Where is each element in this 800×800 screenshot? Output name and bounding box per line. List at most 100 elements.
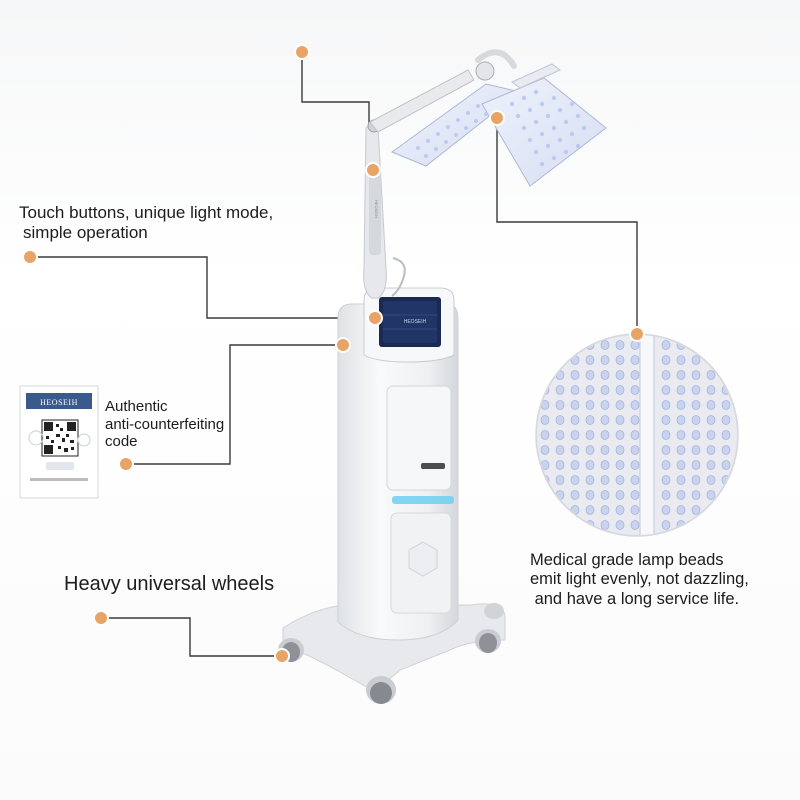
lamp-bead xyxy=(615,490,625,500)
lamp-bead xyxy=(676,460,686,470)
lamp-bead xyxy=(691,505,701,515)
lamp-bead xyxy=(691,355,701,365)
lamp-bead xyxy=(661,445,671,455)
lamp-bead xyxy=(555,385,565,395)
device-stand: HEOSEIH xyxy=(278,49,607,704)
lamp-bead xyxy=(585,355,595,365)
lamp-bead xyxy=(706,445,716,455)
lamp-bead xyxy=(676,400,686,410)
lamp-bead xyxy=(540,355,550,365)
leader-wheels xyxy=(101,617,282,657)
lamp-bead xyxy=(721,520,731,530)
lamp-bead xyxy=(661,400,671,410)
lamp-bead xyxy=(585,370,595,380)
lamp-bead xyxy=(555,430,565,440)
lamp-bead xyxy=(555,505,565,515)
lamp-bead xyxy=(570,370,580,380)
lamp-bead xyxy=(600,430,610,440)
lamp-bead xyxy=(691,385,701,395)
lamp-bead xyxy=(585,445,595,455)
lamp-bead xyxy=(585,400,595,410)
lamp-bead xyxy=(600,340,610,350)
vent-hexagon xyxy=(408,541,438,577)
screen-brand: HEOSEIH xyxy=(403,319,427,325)
lamp-bead xyxy=(691,460,701,470)
lamp-bead xyxy=(570,430,580,440)
lamp-bead xyxy=(540,340,550,350)
lamp-bead xyxy=(600,415,610,425)
lamp-bead xyxy=(570,385,580,395)
lamp-bead xyxy=(615,460,625,470)
lamp-bead xyxy=(706,385,716,395)
lamp-bead xyxy=(555,340,565,350)
lamp-bead xyxy=(585,415,595,425)
callout-anti-counterfeit: Authentic anti-counterfeiting code xyxy=(105,398,224,451)
marker-zoom xyxy=(629,326,645,342)
lamp-bead xyxy=(615,370,625,380)
lamp-bead xyxy=(721,355,731,365)
lamp-bead xyxy=(570,520,580,530)
lamp-bead xyxy=(721,370,731,380)
lamp-bead xyxy=(600,490,610,500)
lamp-bead xyxy=(691,415,701,425)
lamp-bead xyxy=(630,460,640,470)
wheel-right xyxy=(475,629,501,653)
marker-panel xyxy=(489,110,505,126)
lamp-bead xyxy=(661,505,671,515)
lamp-bead xyxy=(706,415,716,425)
lamp-bead xyxy=(555,475,565,485)
lamp-bead xyxy=(540,505,550,515)
lamp-bead xyxy=(585,490,595,500)
lamp-bead xyxy=(555,355,565,365)
lamp-bead xyxy=(555,520,565,530)
wheel-front xyxy=(366,676,396,704)
lamp-bead xyxy=(691,520,701,530)
lamp-bead xyxy=(676,385,686,395)
callout-lamp-line2: emit light evenly, not dazzling, xyxy=(530,570,749,589)
lamp-bead xyxy=(585,385,595,395)
lamp-bead xyxy=(630,430,640,440)
lamp-bead xyxy=(600,370,610,380)
lamp-bead xyxy=(676,415,686,425)
lamp-bead xyxy=(600,505,610,515)
accent-light-strip xyxy=(392,496,454,504)
marker-wheels-left xyxy=(93,610,109,626)
lamp-bead xyxy=(721,505,731,515)
lamp-bead xyxy=(615,400,625,410)
lamp-bead xyxy=(615,505,625,515)
lamp-bead xyxy=(691,430,701,440)
lamp-bead xyxy=(615,475,625,485)
lamp-bead-zoom xyxy=(535,333,739,537)
lamp-bead xyxy=(721,460,731,470)
lamp-bead xyxy=(661,355,671,365)
lamp-bead xyxy=(540,415,550,425)
lamp-bead xyxy=(721,340,731,350)
lamp-bead xyxy=(661,340,671,350)
lamp-bead xyxy=(676,505,686,515)
lamp-bead xyxy=(691,340,701,350)
lamp-bead xyxy=(630,400,640,410)
lamp-bead xyxy=(721,445,731,455)
callout-touch-buttons: Touch buttons, unique light mode, simple… xyxy=(19,203,273,243)
marker-console xyxy=(335,337,351,353)
lamp-bead xyxy=(570,415,580,425)
lamp-bead xyxy=(540,370,550,380)
lamp-bead xyxy=(615,355,625,365)
callout-lamp-beads: Medical grade lamp beads emit light even… xyxy=(530,551,749,609)
lamp-bead xyxy=(706,340,716,350)
door-handle xyxy=(421,463,445,469)
callout-auth-line1: Authentic xyxy=(105,398,168,415)
lamp-bead xyxy=(706,370,716,380)
qr-card-brand: HEOSEIH xyxy=(40,398,78,407)
lamp-bead xyxy=(600,400,610,410)
lamp-bead xyxy=(540,520,550,530)
lamp-bead xyxy=(585,430,595,440)
leader-screen xyxy=(126,344,343,465)
lamp-bead xyxy=(661,490,671,500)
lamp-bead xyxy=(706,520,716,530)
lamp-bead xyxy=(691,475,701,485)
lamp-bead xyxy=(570,475,580,485)
lamp-bead xyxy=(630,355,640,365)
